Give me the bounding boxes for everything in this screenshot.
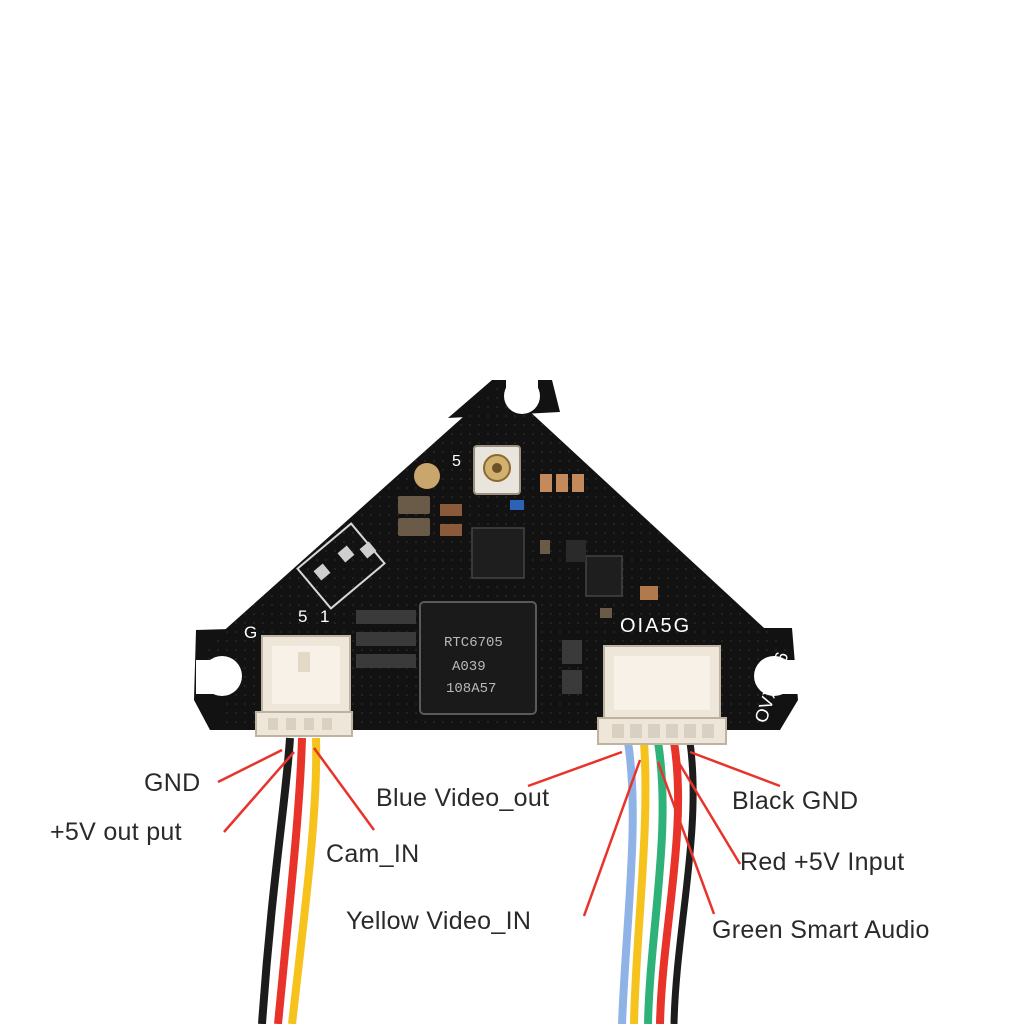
- wire-green-right: [644, 741, 667, 1025]
- chip-line-3: 108A57: [446, 681, 496, 697]
- silkscreen-pad-box: [296, 522, 386, 610]
- wire-red-right: [656, 741, 683, 1025]
- gold-pad: [414, 463, 440, 489]
- leader-gnd: [217, 748, 283, 784]
- label-cam-in: Cam_IN: [326, 840, 420, 868]
- leader-green-audio: [656, 761, 716, 915]
- right-wire-bundle: [618, 741, 697, 1025]
- leader-5v-out: [223, 751, 295, 833]
- leader-blue-video: [527, 750, 623, 788]
- wire-blue-right: [618, 741, 637, 1025]
- leader-yellow-video: [582, 759, 642, 917]
- label-yellow-video-in: Yellow Video_IN: [346, 907, 532, 935]
- label-green-smart-audio: Green Smart Audio: [712, 916, 930, 944]
- wire-black-right: [670, 741, 697, 1025]
- label-blue-video-out: Blue Video_out: [376, 784, 550, 812]
- wire-red-left: [274, 737, 306, 1025]
- silk-header-right: OIA5G: [620, 615, 691, 637]
- smd-components: [356, 474, 658, 694]
- label-gnd: GND: [144, 769, 201, 797]
- wire-yellow-left: [288, 737, 321, 1025]
- left-wire-bundle: [258, 737, 321, 1025]
- leader-lines: [217, 747, 781, 917]
- cam-connector: [255, 635, 353, 737]
- silk-header-5: 5: [298, 607, 307, 626]
- silk-antenna-mark: 5: [452, 453, 461, 470]
- silk-header-1: 1: [320, 607, 329, 626]
- antenna-connector: [473, 445, 521, 495]
- leader-red-5v: [674, 757, 742, 865]
- rtc6705-chip: RTC6705 A039 108A57: [419, 601, 537, 715]
- label-red-5v-input: Red +5V Input: [740, 848, 905, 876]
- label-5v-out: +5V out put: [50, 818, 182, 846]
- chip-line-2: A039: [452, 659, 486, 675]
- wire-black-left: [258, 737, 294, 1025]
- leader-cam-in: [312, 747, 376, 831]
- vtx-connector: [597, 645, 727, 745]
- chip-line-1: RTC6705: [444, 635, 503, 651]
- silk-header-g: G: [244, 623, 257, 642]
- wire-yellow-right: [630, 741, 650, 1025]
- leader-black-gnd: [689, 750, 781, 788]
- label-black-gnd: Black GND: [732, 787, 859, 815]
